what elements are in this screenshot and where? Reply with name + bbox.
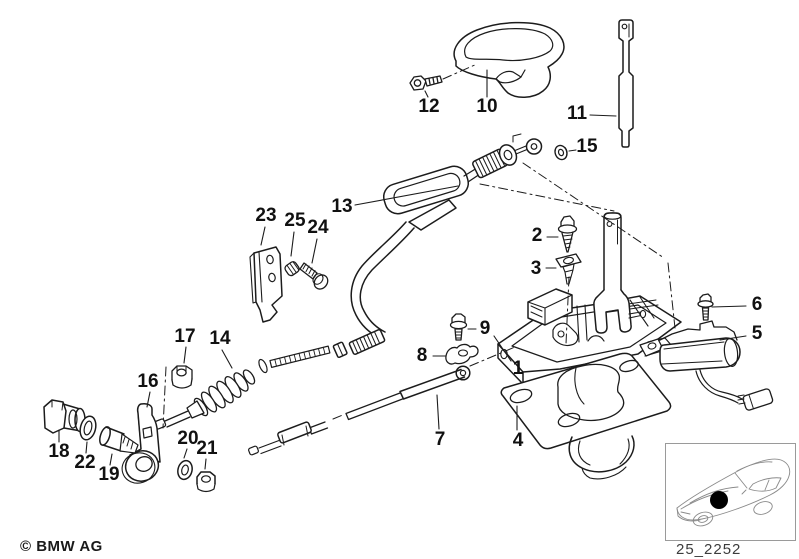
nut-21-drawing bbox=[196, 471, 216, 493]
gasket-4-drawing bbox=[500, 352, 672, 480]
shift-mechanism-housing-drawing bbox=[497, 288, 682, 385]
screw-2-drawing bbox=[557, 215, 578, 253]
copyright-text: © BMW AG bbox=[20, 538, 103, 555]
washer-20-drawing bbox=[177, 459, 193, 481]
clip-25-drawing bbox=[284, 261, 300, 277]
lever-arm-drawing bbox=[121, 403, 161, 484]
shift-lever-tube-drawing bbox=[593, 212, 647, 334]
bracket-23-drawing bbox=[249, 246, 283, 323]
location-dot bbox=[710, 491, 728, 509]
leader-lines bbox=[58, 69, 747, 470]
o-ring-22-drawing bbox=[79, 415, 97, 441]
drawing-code: 25_2252 bbox=[676, 541, 742, 558]
pin-bolt-19-drawing bbox=[99, 426, 139, 454]
clamp-8-drawing bbox=[445, 343, 479, 365]
selector-rod-7-drawing bbox=[248, 365, 471, 456]
solenoid-5-drawing bbox=[639, 320, 774, 411]
screw-24-drawing bbox=[299, 262, 329, 290]
shift-knob-drawing bbox=[453, 21, 565, 98]
washer-15-drawing bbox=[554, 144, 568, 161]
bolt-6-drawing bbox=[697, 293, 714, 321]
shift-cable-drawing bbox=[258, 133, 543, 374]
car-outline-drawing bbox=[676, 458, 791, 527]
construction-lines bbox=[162, 63, 676, 429]
bushing-18-drawing bbox=[43, 399, 86, 434]
nut-17-drawing bbox=[171, 365, 193, 389]
car-locator-box bbox=[665, 443, 796, 541]
knob-screw-drawing bbox=[409, 75, 443, 91]
selector-rod-drawing bbox=[618, 19, 634, 148]
cable-boot-drawing bbox=[153, 369, 256, 430]
bolt-9-drawing bbox=[449, 313, 468, 341]
